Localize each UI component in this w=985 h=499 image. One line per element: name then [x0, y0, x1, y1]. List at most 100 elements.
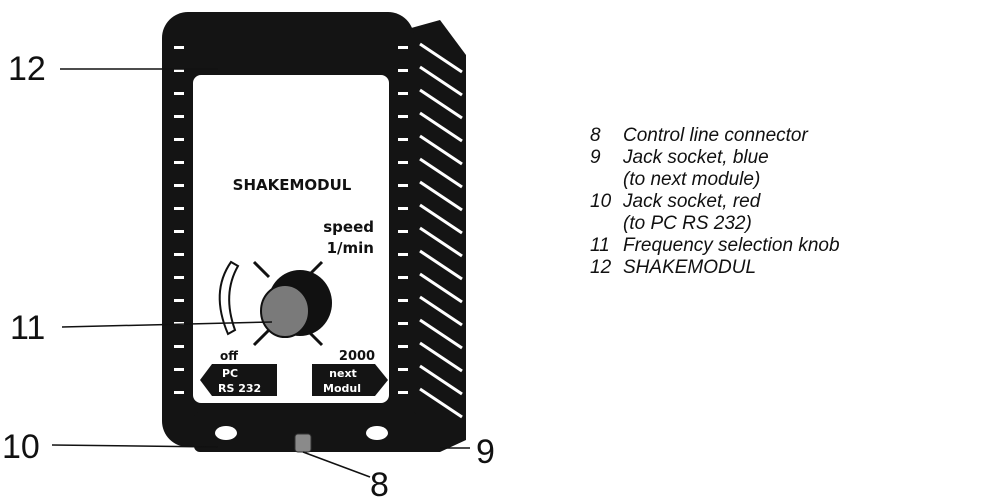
housing-rib [398, 299, 408, 302]
housing-rib [174, 46, 184, 49]
callout-line-8 [302, 451, 371, 478]
mounting-hole-left [215, 426, 237, 440]
housing-rib [398, 253, 408, 256]
housing-rib [174, 253, 184, 256]
max-speed-label: 2000 [339, 349, 375, 364]
legend-item: (to next module) [590, 169, 970, 191]
legend-text: Jack socket, red [623, 191, 761, 212]
housing-base [194, 412, 418, 452]
legend-text: Jack socket, blue [623, 147, 769, 168]
legend-text: Frequency selection knob [623, 235, 840, 256]
legend-text: (to PC RS 232) [623, 213, 752, 234]
legend-item: 9 Jack socket, blue [590, 147, 970, 169]
side-rib [419, 111, 463, 143]
callout-9: 9 [476, 433, 495, 471]
legend-item: (to PC RS 232) [590, 213, 970, 235]
housing-rib [398, 230, 408, 233]
legend-number: 10 [590, 191, 612, 212]
housing-rib [398, 138, 408, 141]
housing-rib [174, 138, 184, 141]
panel-title: SHAKEMODUL [233, 176, 352, 194]
next-modul-arrow [312, 364, 388, 396]
side-rib [419, 387, 463, 419]
side-rib [419, 203, 463, 235]
side-rib [419, 180, 463, 212]
pc-label-line2: RS 232 [218, 382, 261, 395]
legend-item: 10 Jack socket, red [590, 191, 970, 213]
next-label-line2: Modul [323, 382, 361, 395]
side-rib [419, 157, 463, 189]
callout-8: 8 [370, 466, 389, 499]
housing-rib [398, 322, 408, 325]
speed-label: speed [323, 218, 374, 236]
housing-rib [398, 69, 408, 72]
dial-tick [252, 260, 271, 279]
housing-rib [398, 115, 408, 118]
housing-rib [174, 299, 184, 302]
callout-10: 10 [2, 428, 40, 466]
legend-item: 8 Control line connector [590, 125, 970, 147]
legend-number: 9 [590, 147, 601, 168]
housing-rib [398, 276, 408, 279]
housing-rib [174, 207, 184, 210]
front-panel [193, 75, 389, 403]
side-rib [419, 318, 463, 350]
legend-number: 11 [590, 235, 610, 256]
legend-number [590, 169, 623, 191]
housing-rib [398, 92, 408, 95]
callout-12: 12 [8, 50, 46, 88]
dial-tick [252, 328, 271, 347]
side-rib [419, 88, 463, 120]
legend-item: 11 Frequency selection knob [590, 235, 970, 257]
side-rib [419, 295, 463, 327]
legend-item: 12 SHAKEMODUL [590, 257, 970, 279]
callout-11: 11 [10, 309, 45, 347]
side-rib [419, 134, 463, 166]
legend-number: 8 [590, 125, 601, 146]
front-ribs [174, 46, 408, 394]
housing-rib [398, 46, 408, 49]
control-line-connector[interactable] [294, 433, 312, 453]
side-rib [419, 364, 463, 396]
housing-rib [398, 161, 408, 164]
side-rib [419, 249, 463, 281]
unit-label: 1/min [327, 239, 374, 257]
side-rib [419, 42, 463, 74]
off-label: off [220, 349, 238, 363]
callout-line-10 [51, 444, 219, 448]
housing-rib [398, 368, 408, 371]
housing-rib [174, 92, 184, 95]
housing-rib [398, 184, 408, 187]
legend: 8 Control line connector 9 Jack socket, blu… [590, 125, 970, 279]
housing-rib [398, 391, 408, 394]
callout-line-11 [61, 321, 273, 328]
legend-number: 12 [590, 257, 612, 278]
housing-rib [174, 391, 184, 394]
side-ribs [419, 42, 463, 419]
housing-rib [398, 207, 408, 210]
housing-rib [174, 368, 184, 371]
housing-rib [174, 345, 184, 348]
housing-rib [174, 184, 184, 187]
side-rib [419, 272, 463, 304]
side-rib [419, 341, 463, 373]
pc-rs232-arrow [200, 364, 277, 396]
dial-range-arc [218, 260, 240, 336]
housing-rib [174, 276, 184, 279]
housing-rib [174, 115, 184, 118]
legend-text: (to next module) [623, 169, 761, 190]
housing-rib [174, 69, 184, 72]
legend-text: Control line connector [623, 125, 808, 146]
housing-rib [174, 230, 184, 233]
mounting-hole-right [366, 426, 388, 440]
legend-text: SHAKEMODUL [623, 257, 757, 278]
side-rib [419, 226, 463, 258]
frequency-selection-knob[interactable] [260, 284, 310, 338]
legend-number [590, 213, 623, 235]
pc-label-line1: PC [222, 367, 238, 380]
housing-rib [174, 161, 184, 164]
housing-rib [398, 345, 408, 348]
side-rib [419, 65, 463, 97]
next-label-line1: next [329, 367, 357, 380]
